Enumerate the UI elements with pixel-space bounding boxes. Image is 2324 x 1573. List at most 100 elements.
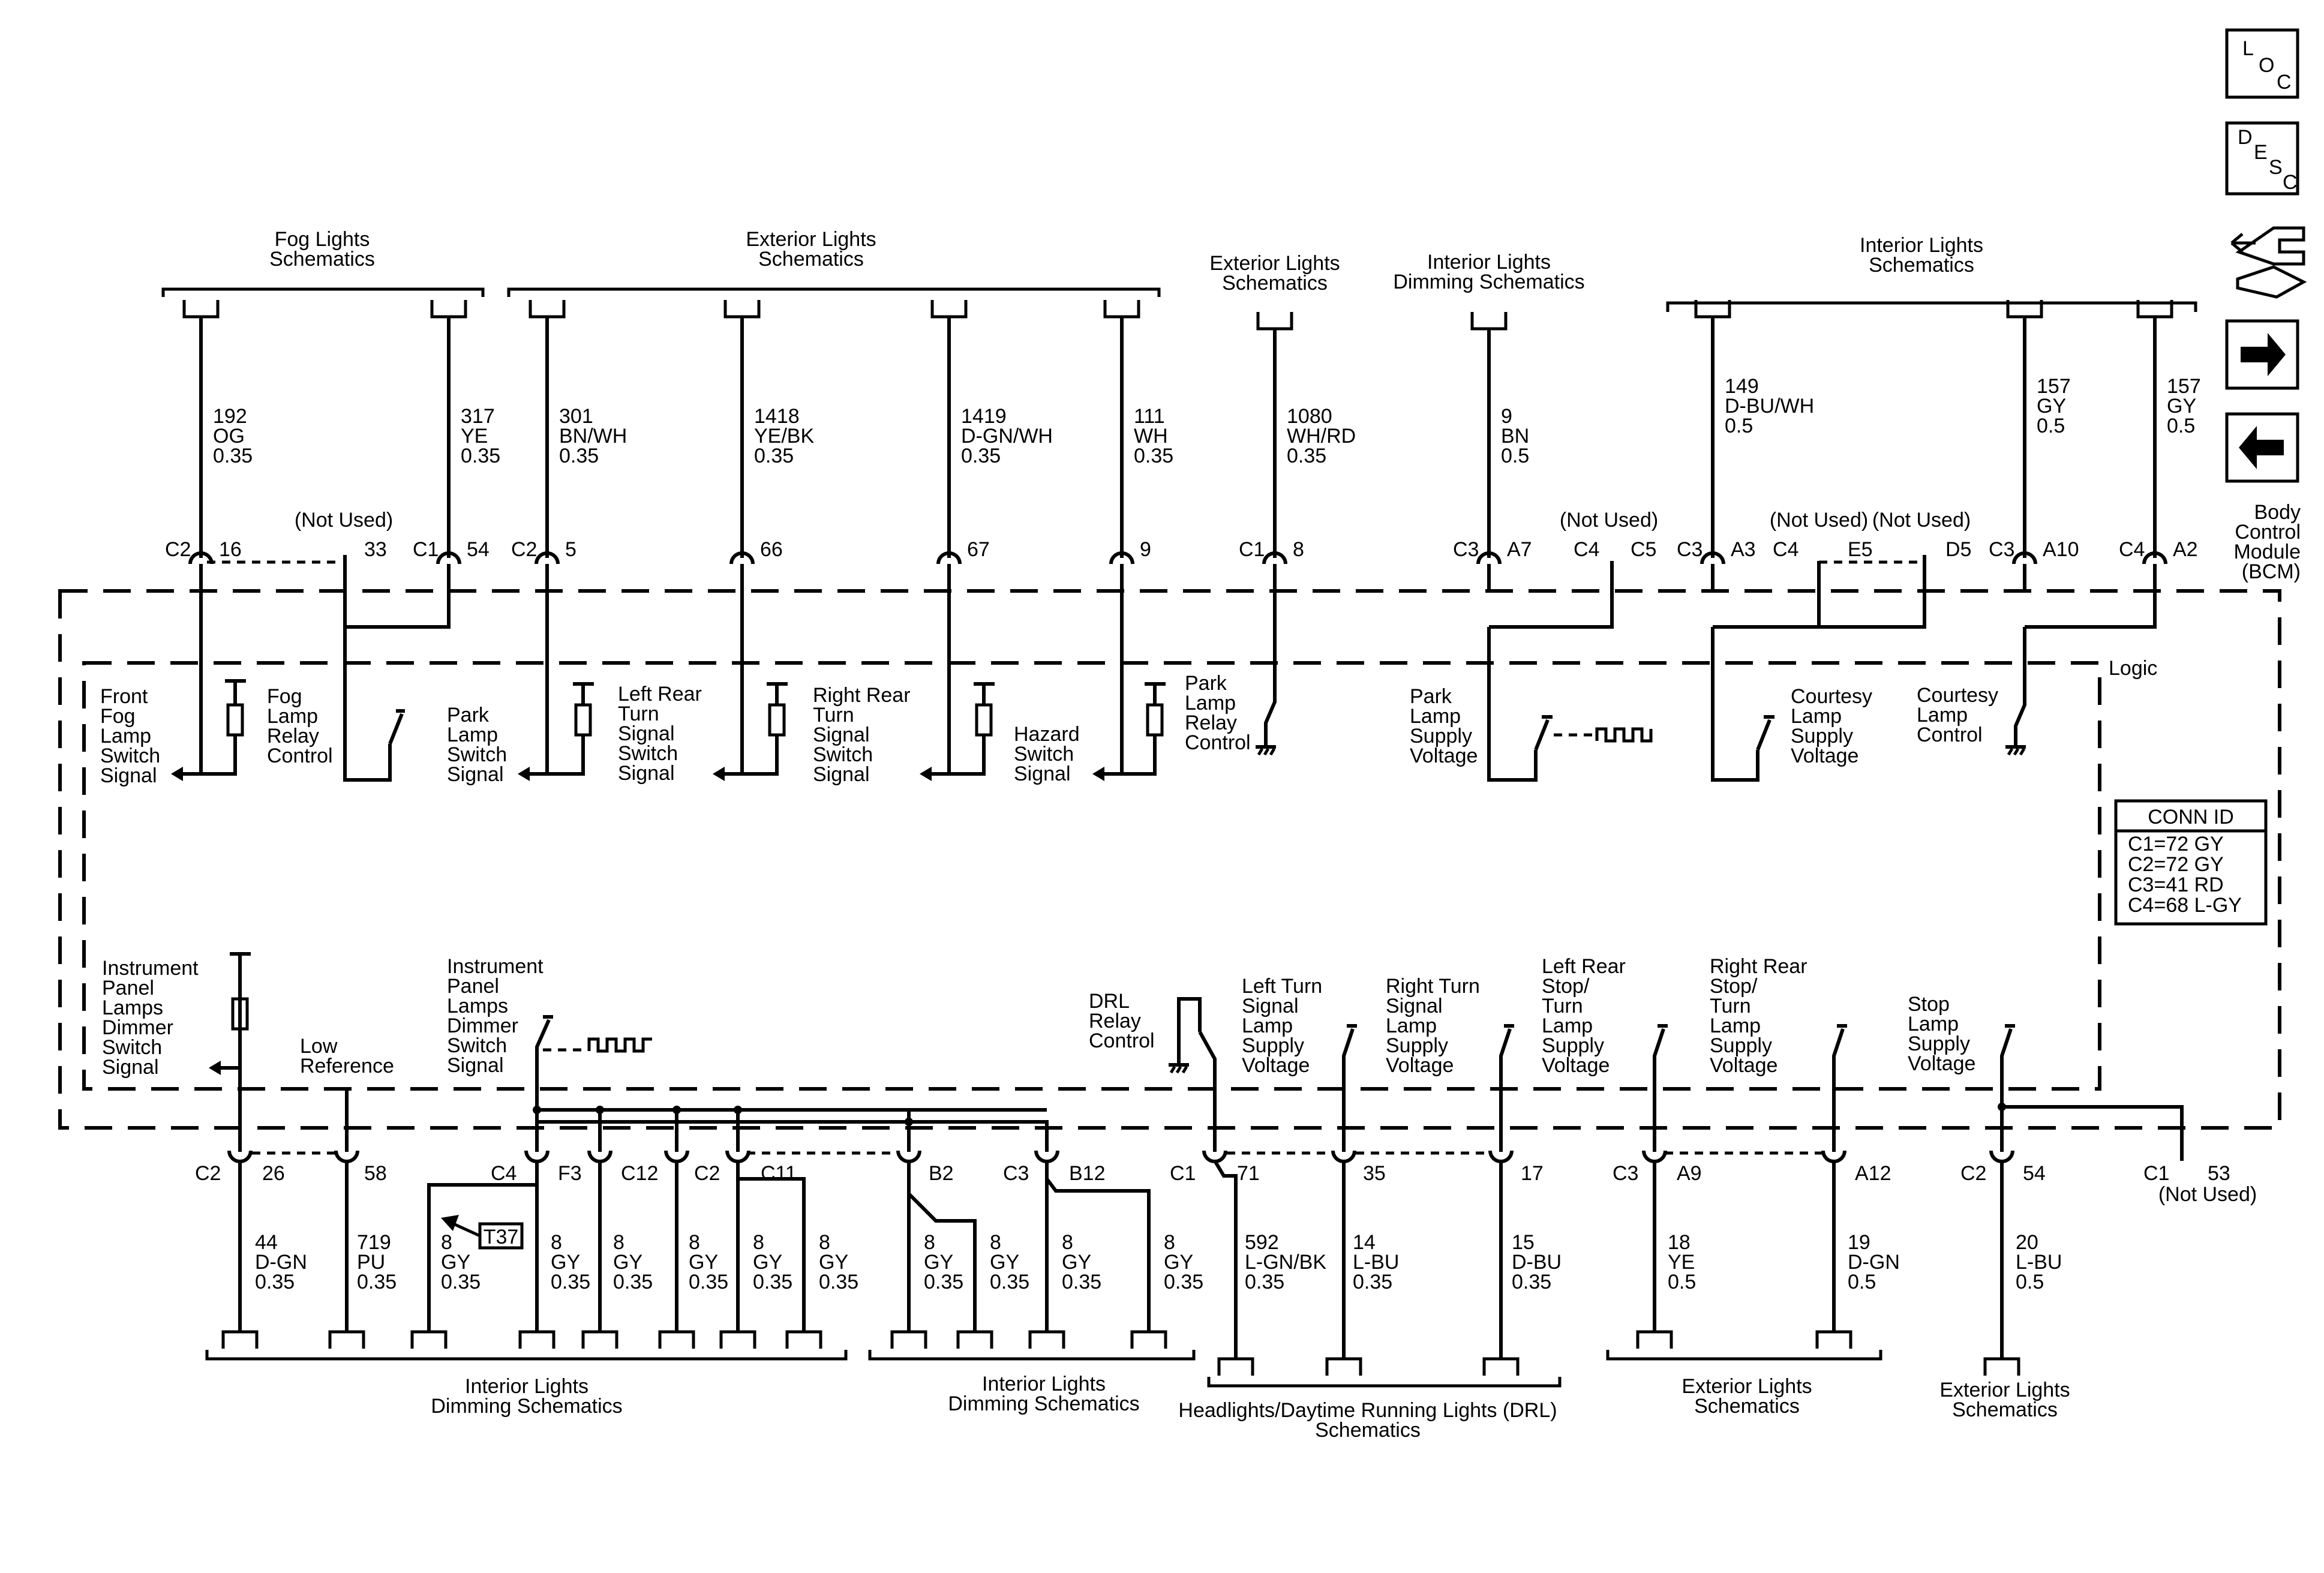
label-line: Stop/ [1710,975,1758,998]
svg-text:Headlights/Daytime Running Lig: Headlights/Daytime Running Lights (DRL) [1178,1399,1557,1422]
wire-gauge: 0.35 [357,1271,397,1293]
bottom-wire: 14L-BU0.35 [1325,1161,1399,1376]
desc-button[interactable]: D E S C [2225,121,2299,196]
wire-circuit-number: 1080 [1287,405,1332,428]
bottom-group-exterior-lights-1: Exterior Lights Schematics [1606,1350,1882,1418]
wire-gauge: 0.5 [1725,415,1753,437]
logic-label: Logic [2109,657,2157,680]
wire-color: GY [924,1251,953,1274]
connector-terminal [719,1330,756,1349]
loc-button[interactable]: L O C [2225,28,2299,99]
label-line: Stop [1908,993,1950,1016]
svg-text:Schematics: Schematics [1694,1395,1800,1418]
bottom-wire: 20L-BU0.5 [1983,1161,2062,1376]
connector-terminal [410,1330,448,1349]
wire-circuit-number: 157 [2037,375,2071,398]
label-line: Signal [1386,995,1443,1017]
wire-color: BN [1501,425,1529,448]
top-group-interior-lights: Interior Lights Schematics [1666,234,2197,312]
pin-number: 58 [364,1162,387,1185]
label-line: Control [1089,1029,1155,1052]
pin-terminal [729,551,755,565]
svg-text:Dimming Schematics: Dimming Schematics [948,1392,1139,1415]
wire-gauge: 0.5 [2016,1271,2044,1293]
label-line: Park [1410,685,1452,708]
label-line: DRL [1089,990,1130,1013]
bottom-group-exterior-lights-2: Exterior Lights Schematics [1939,1379,2070,1421]
pin-number: 53 [2208,1162,2230,1185]
pin-terminal [535,551,560,565]
connector-icon [2230,226,2307,299]
pin-terminal [524,1150,550,1163]
pin-terminal [334,1150,359,1163]
connector-terminal [1217,1357,1254,1376]
inner-top-components [171,573,2026,781]
label-line: Park [1185,672,1227,695]
label-line: Signal [618,722,675,745]
previous-button[interactable] [2225,412,2299,483]
label-line: Lamp [1710,1014,1761,1037]
connector-terminal [529,300,566,319]
wire-gauge: 0.35 [689,1271,728,1293]
pin-number: B2 [929,1162,954,1185]
svg-text:Schematics: Schematics [1869,254,1974,277]
svg-text:CONN ID: CONN ID [2148,806,2234,828]
wire-color: L-BU [2016,1251,2062,1274]
wire-gauge: 0.35 [613,1271,653,1293]
svg-text:(Not Used): (Not Used) [1770,509,1868,532]
svg-text:Fog Lights: Fog Lights [275,228,370,251]
bottom-wire: 15D-BU0.35 [1482,1161,1562,1376]
wire-circuit-number: 149 [1725,375,1759,398]
label-line: Front [100,685,148,708]
wire-gauge: 0.35 [441,1271,481,1293]
label-line: Courtesy [1791,685,1872,708]
label-line: Left Rear [618,683,702,706]
connector-terminal [328,1330,365,1349]
svg-text:D: D [2238,126,2253,149]
connector-id: C2 [165,538,191,561]
pin-number: A9 [1677,1162,1702,1185]
top-internal-links [207,555,2157,782]
pin-number: 17 [1521,1162,1544,1185]
wire-circuit-number: 8 [689,1231,700,1254]
label-line: Lamp [1542,1014,1593,1037]
wire-gauge: 0.5 [1501,445,1529,467]
wire-circuit-number: 8 [990,1231,1001,1254]
label-line: Left Turn [1242,975,1322,998]
connector-view-button[interactable] [2230,226,2307,299]
connector-terminal [518,1330,556,1349]
label-line: Low [300,1035,338,1058]
wire-color: GY [2167,395,2196,418]
svg-text:Exterior Lights: Exterior Lights [746,228,876,251]
connector-terminal [930,300,968,319]
top-group-interior-dimming: Interior Lights Dimming Schematics [1393,251,1584,293]
wire-gauge: 0.35 [819,1271,858,1293]
connector-id: C3 [1613,1162,1638,1185]
test-point-t37: T37 [427,1183,537,1332]
wire-gauge: 0.35 [924,1271,963,1293]
pin-number: C11 [761,1162,797,1185]
svg-text:Dimming Schematics: Dimming Schematics [1393,271,1584,293]
connector-id: C4 [2119,538,2145,561]
label-line: Control [267,745,333,767]
logic-boundary [82,661,2101,1091]
label-line: Stop/ [1542,975,1590,998]
svg-text:Interior Lights: Interior Lights [465,1375,588,1398]
wire-color: GY [689,1251,718,1274]
connector-id: C3 [1677,538,1703,561]
next-button[interactable] [2225,319,2299,390]
svg-text:C4: C4 [1574,538,1599,561]
